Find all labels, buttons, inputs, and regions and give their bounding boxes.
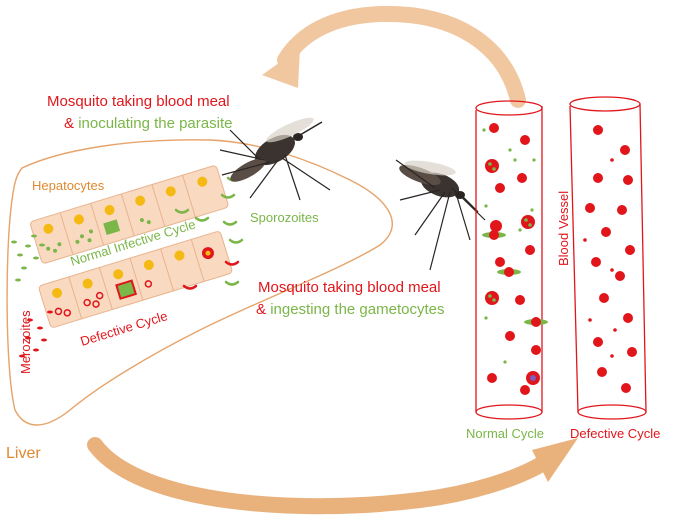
hepatocytes-label: Hepatocytes (32, 178, 105, 193)
meal2-line2: & ingesting the gametocytes (256, 301, 444, 318)
hepatocyte-row-defective (38, 231, 233, 328)
meal2-action: ingesting the gametocytes (270, 301, 444, 318)
mosquito-mid-icon (395, 159, 486, 271)
meal1-line1: Mosquito taking blood meal (47, 93, 230, 110)
blood-vessel-defective (569, 96, 647, 420)
liver-label: Liver (6, 445, 41, 462)
bottom-curved-arrow-icon (87, 437, 578, 515)
hepatocyte-row-normal (30, 165, 229, 264)
meal2-amp: & (256, 301, 270, 318)
sporozoites-label: Sporozoites (250, 210, 319, 225)
merozoites-defective (19, 310, 53, 358)
blood-vessel-label: Blood Vessel (556, 191, 571, 266)
merozoites-label: Merozoites (18, 310, 33, 374)
liver-outline (6, 139, 393, 426)
normal-cycle-label: Normal Cycle (466, 426, 544, 441)
merozoites-normal (11, 234, 45, 282)
meal2-line1: Mosquito taking blood meal (258, 279, 441, 296)
meal1-action: inoculating the parasite (78, 115, 232, 132)
meal1-line2: & inoculating the parasite (64, 115, 232, 132)
meal1-amp: & (64, 115, 78, 132)
mosquito-top-icon (219, 117, 331, 201)
defective-cycle-vessel-label: Defective Cycle (570, 426, 660, 441)
blood-vessel-normal (475, 100, 548, 420)
gametocytes (482, 230, 548, 327)
top-curved-arrow-icon (262, 5, 526, 108)
